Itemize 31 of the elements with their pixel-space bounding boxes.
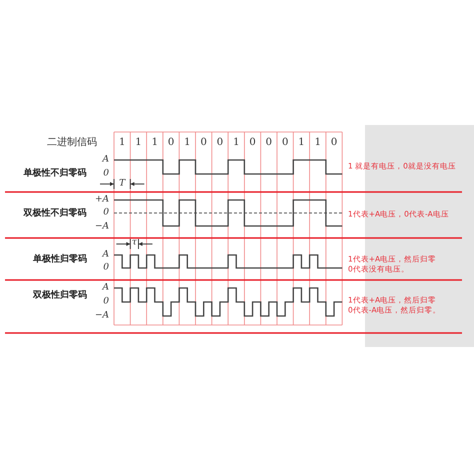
bit-value: 0 <box>249 138 256 148</box>
axis-label: 0 <box>103 208 109 218</box>
dimension-label: τ <box>132 238 137 248</box>
axis-label: −A <box>94 312 109 320</box>
row-label: 单极性不归零码 <box>24 170 86 178</box>
bit-value: 0 <box>216 138 224 148</box>
bit-value: 0 <box>282 138 288 148</box>
axis-label: 0 <box>103 170 109 178</box>
bit-value: 1 <box>184 138 191 148</box>
bit-value: 1 <box>135 138 142 148</box>
axis-label: A <box>102 156 109 164</box>
bit-value: 1 <box>314 138 321 148</box>
bit-value: 1 <box>298 138 305 148</box>
bit-value: 0 <box>200 138 207 148</box>
row-label: 双极性归零码 <box>33 292 87 300</box>
row-label: 单极性归零码 <box>33 256 87 264</box>
axis-label: −A <box>94 222 109 232</box>
row-heading: 二进制信码 <box>47 138 97 148</box>
axis-label: A <box>102 284 109 292</box>
bit-value: 0 <box>266 138 272 148</box>
axis-label: A <box>102 250 109 260</box>
dimension-label: T <box>119 180 126 188</box>
bit-value: 0 <box>330 138 338 148</box>
bit-value: 1 <box>152 138 158 148</box>
axis-label: 0 <box>103 298 109 306</box>
axis-label: +A <box>94 196 109 204</box>
row-label: 双极性不归零码 <box>24 210 86 218</box>
axis-label: 0 <box>103 264 109 272</box>
bit-value: 0 <box>168 138 174 148</box>
bit-value: 1 <box>233 138 240 148</box>
bit-value: 1 <box>118 138 126 148</box>
